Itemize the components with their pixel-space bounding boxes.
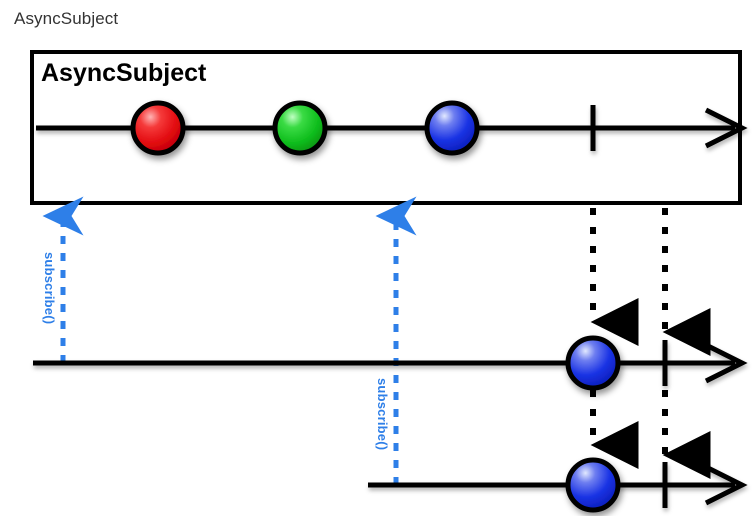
source-marble-green xyxy=(272,100,328,156)
subscribe-label-1: subscribe() xyxy=(42,252,57,325)
source-marble-red xyxy=(130,100,186,156)
subscribe-label-2: subscribe() xyxy=(375,378,390,451)
box-title: AsyncSubject xyxy=(41,59,207,87)
subscriber-2-timeline xyxy=(368,462,748,508)
subscriber-1-marble-blue xyxy=(565,335,621,391)
page-title: AsyncSubject xyxy=(14,9,119,28)
source-marble-blue xyxy=(424,100,480,156)
subscriber-2-marble-blue xyxy=(565,457,621,513)
